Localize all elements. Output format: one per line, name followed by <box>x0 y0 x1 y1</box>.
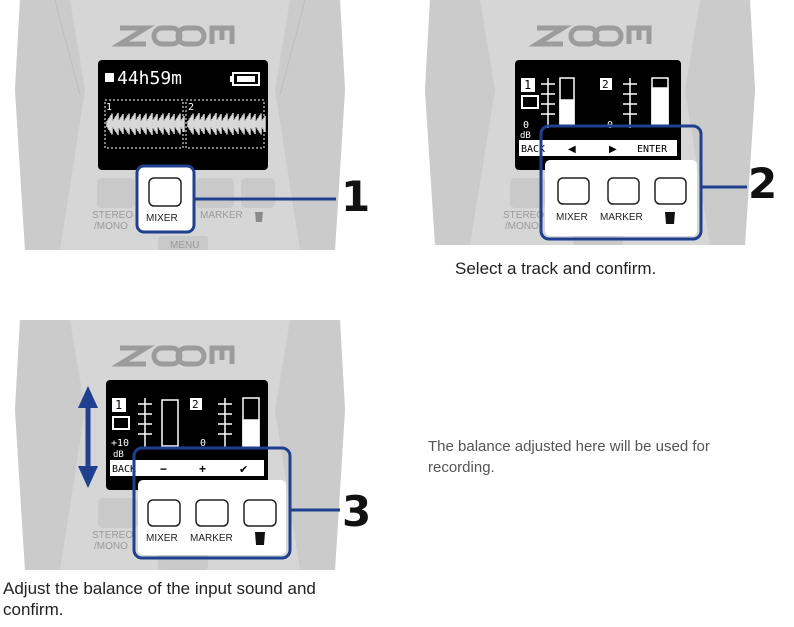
step3-device: 1 2 +10 dB 0 BACK − + ✔ STEREO /MONO <box>0 320 360 570</box>
svg-text:2: 2 <box>188 102 194 113</box>
step1-device: 44h59m 1 2 STEREO /MONO MARKER MENU MIXE… <box>0 0 360 250</box>
battery-icon <box>230 72 260 86</box>
step1-number: 1 <box>341 172 371 221</box>
waveform <box>106 113 266 135</box>
step3-number: 3 <box>342 487 372 536</box>
svg-text:1: 1 <box>115 398 122 412</box>
svg-text:+10: +10 <box>111 438 129 449</box>
svg-text:ENTER: ENTER <box>637 144 668 155</box>
svg-text:MARKER: MARKER <box>190 533 233 544</box>
mixer-button <box>557 177 590 205</box>
trash-icon <box>255 532 265 545</box>
balance-note: The balance adjusted here will be used f… <box>428 438 710 476</box>
highlight-frame <box>132 446 292 560</box>
mixer-button <box>148 177 182 207</box>
trash-button <box>654 177 687 205</box>
svg-text:MIXER: MIXER <box>146 533 178 544</box>
updown-arrow-icon <box>78 386 98 488</box>
svg-text:MENU: MENU <box>170 240 199 250</box>
svg-text:0: 0 <box>523 120 529 131</box>
folder-icon <box>521 95 539 109</box>
step1-device-graphic: 44h59m 1 2 STEREO /MONO MARKER MENU MIXE… <box>15 0 345 250</box>
svg-text:STEREO: STEREO <box>503 210 544 221</box>
svg-text:MARKER: MARKER <box>200 210 243 221</box>
folder-icon <box>112 416 130 430</box>
svg-text:✔: ✔ <box>239 464 248 476</box>
marker-button <box>607 177 640 205</box>
svg-text:MARKER: MARKER <box>600 212 643 223</box>
svg-text:◀: ◀ <box>568 144 576 155</box>
zoom-logo <box>528 25 652 47</box>
zoom-logo <box>111 345 235 367</box>
time-readout: 44h59m <box>117 68 182 89</box>
step2-number: 2 <box>748 159 778 208</box>
svg-text:/MONO: /MONO <box>505 221 539 232</box>
svg-text:1: 1 <box>524 78 531 92</box>
trash-icon <box>665 212 675 224</box>
svg-text:+: + <box>199 462 206 476</box>
marker-button <box>195 499 229 527</box>
svg-text:2: 2 <box>602 78 609 91</box>
svg-text:MIXER: MIXER <box>556 212 588 223</box>
highlight-frame <box>539 124 703 241</box>
svg-text:STEREO: STEREO <box>92 530 133 541</box>
svg-text:MIXER: MIXER <box>146 213 178 224</box>
svg-text:BACK: BACK <box>112 464 136 475</box>
step2-device-graphic: 1 2 0 dB 0 BACK ◀ ▶ ENTER STEREO /MONO <box>425 0 755 245</box>
svg-text:dB: dB <box>520 131 531 141</box>
svg-text:/MONO: /MONO <box>94 221 128 232</box>
step2-caption: Select a track and confirm. <box>455 259 657 278</box>
svg-text:0: 0 <box>200 438 206 449</box>
svg-text:1: 1 <box>106 102 112 113</box>
svg-text:−: − <box>160 462 167 476</box>
svg-text:/MONO: /MONO <box>94 541 128 552</box>
trash-button <box>243 499 277 527</box>
svg-text:BACK: BACK <box>521 144 545 155</box>
trash-icon <box>255 212 263 222</box>
svg-text:dB: dB <box>113 450 124 460</box>
stop-icon <box>105 73 114 82</box>
step2-device: 1 2 0 dB 0 BACK ◀ ▶ ENTER STEREO /MONO <box>425 0 755 245</box>
svg-text:2: 2 <box>192 398 199 411</box>
mixer-button <box>147 499 181 527</box>
svg-text:▶: ▶ <box>609 144 617 155</box>
step3-caption: Adjust the balance of the input sound an… <box>3 579 316 619</box>
step3-device-graphic: 1 2 +10 dB 0 BACK − + ✔ STEREO /MONO <box>15 320 345 570</box>
zoom-logo <box>111 25 235 47</box>
svg-text:STEREO: STEREO <box>92 210 133 221</box>
